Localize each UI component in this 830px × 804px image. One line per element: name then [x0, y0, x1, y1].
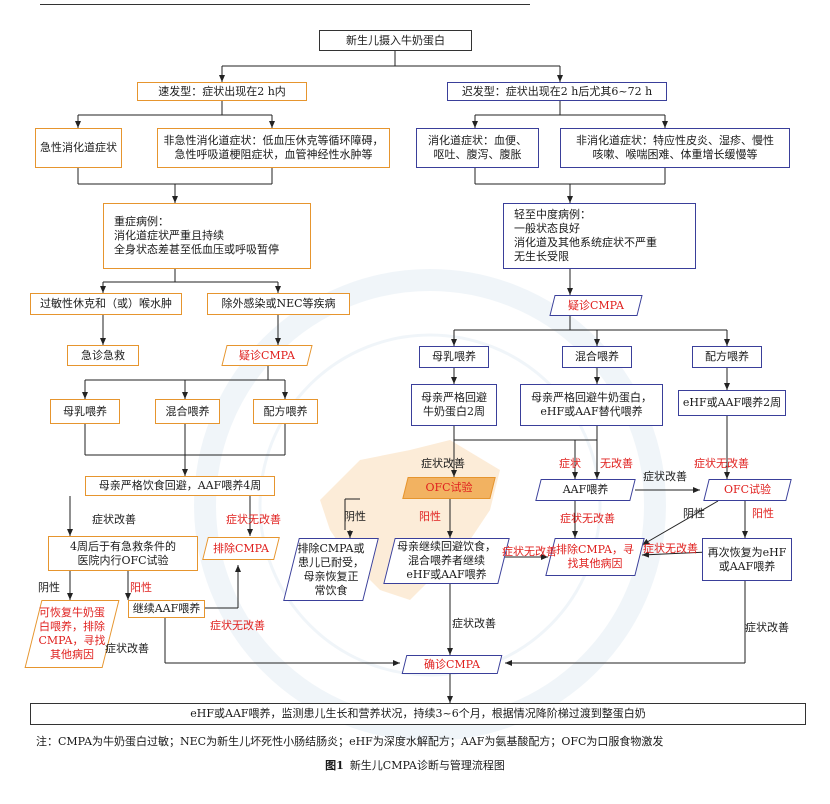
node-immediate-type: 速发型：症状出现在2 h内: [137, 82, 307, 101]
node-emergency: 急诊急救: [67, 345, 139, 366]
node-left-mixed-feeding: 混合喂养: [155, 399, 220, 424]
label-right-improved: 症状改善: [745, 621, 789, 634]
label-mid-negative: 阴性: [344, 510, 366, 523]
label-formula-not-improved: 症状无改善: [694, 457, 749, 470]
label-mid-not-improved: 症状无改善: [502, 545, 557, 558]
node-ehf-aaf-2wk: eHF或AAF喂养2周: [678, 390, 786, 416]
figure-caption: 图1 新生儿CMPA诊断与管理流程图: [0, 757, 830, 773]
node-anaphylaxis: 过敏性休克和（或）喉水肿: [30, 293, 182, 315]
node-milk-protein-intake: 新生儿摄入牛奶蛋白: [319, 30, 472, 51]
label-right-not-improved: 症状无改善: [643, 542, 698, 555]
node-restore-milk: 可恢复牛奶蛋 白喂养，排除 CMPA，寻找 其他病因: [33, 600, 111, 668]
node-resume-ehf-aaf: 再次恢复为eHF 或AAF喂养: [702, 538, 792, 581]
label-right-positive: 阳性: [752, 507, 774, 520]
node-right-formula-feeding: 配方喂养: [692, 346, 762, 368]
node-mother-diet-aaf-4wk: 母亲严格饮食回避，AAF喂养4周: [85, 476, 275, 496]
node-left-breastfeeding: 母乳喂养: [50, 399, 120, 424]
node-confirm-cmpa: 确诊CMPA: [404, 655, 500, 674]
node-ofc-test-right: OFC试验: [706, 479, 789, 501]
node-ofc-hospital: 4周后于有急救条件的 医院内行OFC试验: [48, 536, 198, 571]
node-non-gi-symptoms: 非消化道症状：特应性皮炎、湿疹、慢性 咳嗽、喉喘困难、体重增长缓慢等: [560, 128, 790, 168]
node-mild-case: 轻至中度病例： 一般状态良好 消化道及其他系统症状不严重 无生长受限: [503, 203, 696, 269]
figure-number: 图1: [325, 759, 344, 772]
association-seal-watermark: [194, 269, 666, 741]
label-aaf-improved: 症状改善: [105, 642, 149, 655]
node-final-management: eHF或AAF喂养，监测患儿生长和营养状况，持续3~6个月，根据情况降阶梯过渡到…: [30, 703, 806, 725]
label-mixed-no-improve: 无改善: [600, 457, 633, 470]
node-severe-case: 重症病例： 消化道症状严重且持续 全身状态差甚至低血压或呼吸暂停: [103, 203, 311, 269]
label-breast-improved: 症状改善: [421, 457, 465, 470]
label-mixed-symptom: 症状: [559, 457, 581, 470]
node-exclude-tolerant: 排除CMPA或 患儿已耐受， 母亲恢复正 常饮食: [291, 538, 371, 601]
node-gi-symptoms: 消化道症状：血便、 呕吐、腹泻、腹胀: [416, 128, 539, 168]
footnote: 注：CMPA为牛奶蛋白过敏；NEC为新生儿坏死性小肠结肠炎；eHF为深度水解配方…: [36, 735, 664, 748]
label-left-improved: 症状改善: [92, 513, 136, 526]
label-mid-positive: 阳性: [419, 510, 441, 523]
figure-title: 新生儿CMPA诊断与管理流程图: [349, 759, 505, 772]
label-aaf-not-improved: 症状无改善: [210, 619, 265, 632]
node-continue-aaf: 继续AAF喂养: [128, 600, 205, 618]
node-mother-continue-avoid: 母亲继续回避饮食， 混合喂养者继续 eHF或AAF喂养: [389, 538, 504, 584]
label-left-not-improved: 症状无改善: [226, 513, 281, 526]
node-suspect-cmpa-right: 疑诊CMPA: [552, 295, 640, 316]
node-exclude-nec: 除外感染或NEC等疾病: [207, 293, 350, 315]
node-exclude-find-cause: 排除CMPA，寻 找其他病因: [550, 538, 640, 576]
label-mid-improved: 症状改善: [452, 617, 496, 630]
label-aaf-to-ofc-improved: 症状改善: [643, 470, 687, 483]
label-right-negative: 阴性: [683, 507, 705, 520]
node-delayed-type: 迟发型：症状出现在2 h后尤其6~72 h: [447, 82, 667, 101]
node-acute-gi: 急性消化道症状: [35, 128, 122, 168]
label-left-negative: 阴性: [38, 581, 60, 594]
label-left-positive: 阳性: [130, 581, 152, 594]
node-left-formula-feeding: 配方喂养: [253, 399, 318, 424]
label-aaf-not-improved-right: 症状无改善: [560, 512, 615, 525]
node-exclude-cmpa-left: 排除CMPA: [205, 537, 277, 560]
node-mother-avoid-2wk: 母亲严格回避 牛奶蛋白2周: [411, 384, 497, 426]
node-nonacute-gi: 非急性消化道症状：低血压休克等循环障碍， 急性呼吸道梗阻症状，血管神经性水肿等: [157, 128, 390, 168]
node-suspect-cmpa-left: 疑诊CMPA: [224, 345, 310, 366]
node-mother-avoid-ehf-aaf: 母亲严格回避牛奶蛋白， eHF或AAF替代喂养: [520, 384, 663, 426]
header-rule: [40, 4, 530, 5]
node-right-breastfeeding: 母乳喂养: [419, 346, 489, 368]
node-ofc-test-mid: OFC试验: [405, 477, 493, 499]
node-right-mixed-feeding: 混合喂养: [562, 346, 632, 368]
node-aaf-feeding: AAF喂养: [538, 479, 633, 501]
